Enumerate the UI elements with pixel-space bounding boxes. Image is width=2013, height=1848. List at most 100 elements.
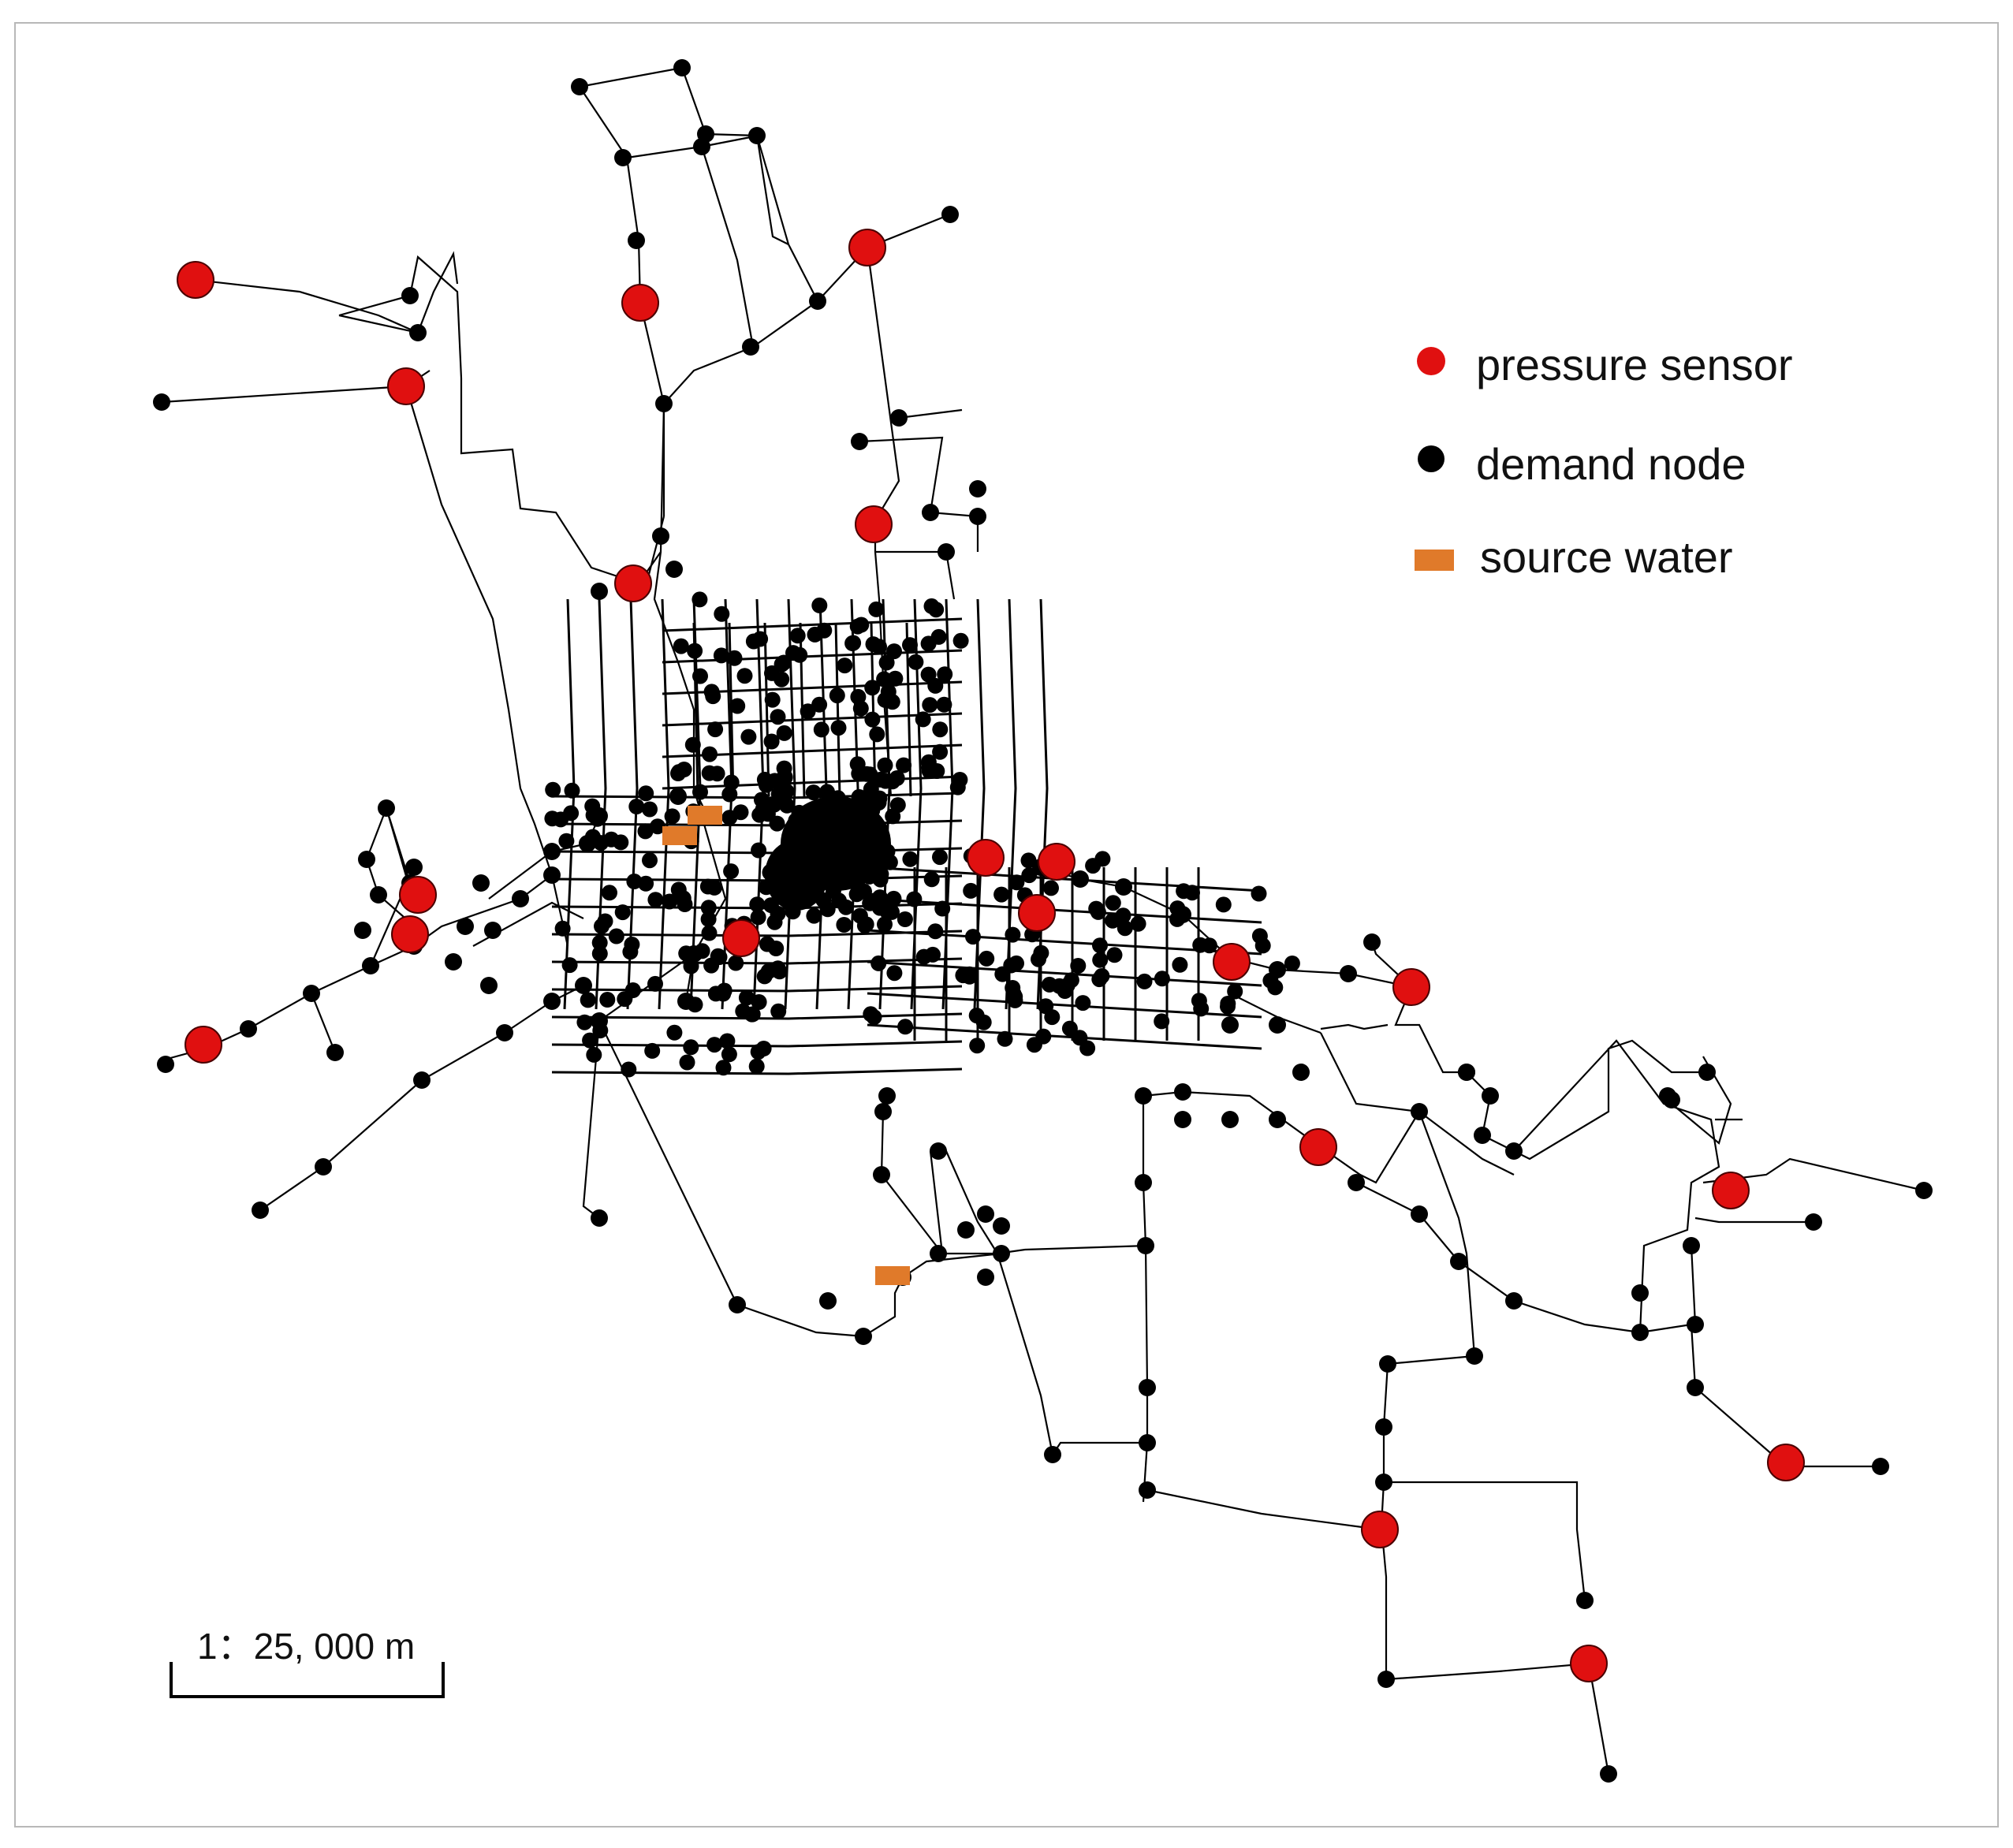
legend-source-water-symbol	[1415, 550, 1454, 571]
demand-node-108	[1174, 1111, 1191, 1128]
demand-node-center-55	[866, 636, 882, 652]
demand-node-38	[579, 835, 596, 852]
demand-node-center-42	[692, 669, 708, 684]
demand-node-center-251	[830, 865, 846, 881]
demand-node-center-82	[727, 650, 743, 666]
demand-node-98	[1915, 1182, 1933, 1199]
pipe-11	[406, 386, 568, 946]
demand-node-center-263	[788, 813, 803, 829]
demand-node-center-271	[1070, 958, 1086, 974]
demand-node-center-99	[562, 957, 578, 973]
demand-node-center-79	[770, 709, 786, 725]
demand-node-center-30	[765, 692, 781, 708]
demand-node-125	[1375, 1418, 1392, 1436]
demand-node-center-311	[886, 891, 902, 907]
demand-node-center-36	[937, 666, 952, 682]
demand-node-center-85	[931, 629, 947, 645]
demand-node-center-350	[1137, 974, 1153, 989]
demand-node-center-295	[965, 929, 981, 944]
pressure-sensor-15	[1300, 1129, 1336, 1165]
demand-node-109	[1221, 1111, 1239, 1128]
legend-pressure-sensor-symbol	[1417, 347, 1445, 375]
demand-node-43	[157, 1056, 174, 1073]
demand-node-19	[669, 788, 687, 805]
demand-node-36	[543, 866, 561, 884]
demand-node-99	[1659, 1087, 1676, 1105]
pressure-sensor-10	[967, 840, 1004, 876]
demand-node-center-252	[830, 790, 846, 806]
demand-node-center-129	[647, 976, 663, 992]
demand-node-110	[1269, 1111, 1286, 1128]
demand-node-center-371	[721, 1046, 737, 1062]
demand-node-center-41	[702, 747, 718, 762]
demand-node-65	[873, 1166, 890, 1183]
pressure-sensor-4	[615, 565, 651, 602]
demand-node-75	[1269, 961, 1286, 978]
demand-node-center-63	[831, 720, 847, 736]
demand-node-center-126	[642, 802, 658, 818]
demand-node-117	[1458, 1064, 1475, 1081]
demand-node-90	[1505, 1292, 1523, 1310]
demand-node-center-157	[617, 991, 632, 1007]
demand-node-center-309	[872, 900, 888, 916]
demand-node-center-301	[877, 916, 893, 932]
demand-node-center-327	[1042, 977, 1057, 993]
demand-node-center-81	[876, 672, 892, 687]
demand-node-center-58	[704, 684, 720, 699]
demand-node-22	[969, 508, 986, 525]
demand-node-72	[1115, 878, 1132, 896]
demand-node-center-84	[850, 756, 866, 772]
demand-node-center-245	[820, 803, 836, 819]
demand-node-center-140	[628, 799, 644, 814]
demand-node-center-172	[555, 921, 571, 937]
demand-node-center-239	[838, 900, 854, 915]
demand-node-center-173	[598, 914, 613, 930]
demand-node-center-83	[950, 780, 966, 795]
pressure-sensor-7	[392, 916, 428, 952]
demand-node-113	[1221, 1016, 1239, 1034]
demand-node-5	[693, 138, 710, 155]
demand-node-center-321	[925, 947, 941, 963]
demand-node-center-152	[638, 823, 654, 839]
demand-node-101	[1135, 1174, 1152, 1191]
demand-node-center-225	[785, 904, 801, 919]
demand-node-27	[378, 799, 395, 817]
demand-node-4	[614, 149, 632, 166]
demand-node-20	[890, 409, 908, 427]
demand-node-center-43	[714, 606, 729, 622]
pipe-32	[938, 1246, 1147, 1254]
demand-node-12	[409, 324, 427, 341]
demand-node-center-331	[897, 1019, 913, 1034]
demand-node-69	[993, 1217, 1010, 1235]
demand-node-center-94	[721, 787, 737, 803]
demand-node-40	[303, 985, 320, 1002]
pressure-sensor-6	[400, 877, 436, 913]
demand-node-center-322	[1057, 983, 1073, 999]
pipe-15	[899, 410, 962, 418]
demand-node-94	[1687, 1316, 1704, 1333]
demand-node-122	[1576, 1592, 1594, 1609]
demand-node-83	[1505, 1142, 1523, 1160]
demand-node-center-65	[729, 699, 745, 714]
demand-node-35	[512, 890, 529, 907]
demand-node-center-164	[692, 784, 708, 800]
pipe-36	[1695, 1218, 1814, 1222]
demand-node-center-68	[811, 598, 827, 613]
demand-node-center-260	[762, 865, 778, 881]
demand-node-center-193	[816, 853, 832, 869]
demand-node-103	[1139, 1379, 1156, 1396]
demand-node-33	[472, 874, 490, 892]
demand-node-center-21	[687, 643, 703, 659]
demand-node-center-352	[1105, 895, 1121, 911]
pressure-sensor-5	[856, 506, 892, 542]
demand-node-center-17	[714, 647, 729, 663]
demand-node-center-223	[864, 815, 880, 831]
demand-node-center-69	[702, 766, 718, 781]
demand-node-88	[1411, 1205, 1428, 1223]
demand-node-center-71	[924, 598, 940, 614]
pipe-19	[1396, 987, 1707, 1159]
demand-node-66	[930, 1142, 947, 1160]
demand-node-center-121	[609, 929, 624, 944]
demand-node-center-303	[979, 951, 994, 967]
demand-node-center-258	[771, 773, 787, 789]
